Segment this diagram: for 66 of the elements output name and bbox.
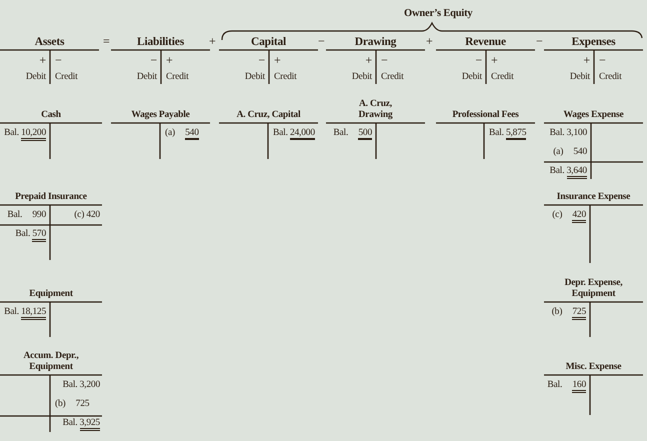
sign-label: − [150,54,157,66]
sign-label: − [55,54,62,66]
ledger-entry: Bal. 990 [7,209,46,221]
operator: = [103,34,110,49]
column-label: Credit [166,71,189,83]
account-title: Assets [34,35,66,48]
account-title: Depr. Expense, Equipment [564,277,624,300]
ledger-entry: (a) 540 [553,146,587,158]
column-label: Debit [244,71,265,83]
account-title: Prepaid Insurance [14,191,88,203]
ledger-entry: Bal. 5,875 [489,127,526,139]
account-title: Expenses [570,35,616,48]
ledger-entry: Bal. 3,925 [62,417,100,429]
sign-label: + [491,54,498,66]
sign-label: − [381,54,388,66]
sign-label: − [475,54,482,66]
ledger-entry: Bal. 18,125 [4,306,46,318]
column-label: Debit [462,71,482,83]
account-title: Accum. Depr., Equipment [22,350,80,373]
account-title: Wages Payable [130,109,191,121]
ledger-entry: (c) 420 [74,209,100,221]
account-title: Misc. Expense [564,361,622,373]
column-label: Credit [55,71,78,83]
operator: + [426,34,433,49]
sign-label: − [258,54,265,66]
ledger-entry: (c) 420 [552,209,586,221]
column-label: Debit [136,71,157,83]
account-title: Drawing [354,35,398,48]
ledger-entry: Bal. 3,100 [550,127,587,139]
account-title: Insurance Expense [556,191,632,203]
ledger-entry: Bal. 3,200 [62,379,100,391]
operator: + [209,34,216,49]
operator: − [536,34,543,49]
ledger-entry: Bal. 500 [333,127,372,139]
ledger-entry: Bal. 24,000 [273,127,315,139]
ledger-entry: Bal. 10,200 [4,127,46,139]
ledger-entry: (b) 725 [552,306,586,318]
sign-label: + [274,54,281,66]
sign-label: + [583,54,590,66]
column-label: Debit [26,71,46,83]
sign-label: + [365,54,372,66]
ledger-entry: (a) 540 [165,127,199,139]
column-label: Credit [599,71,622,83]
sign-label: − [599,54,606,66]
account-title: Professional Fees [451,109,520,121]
account-title: Liabilities [136,35,185,48]
account-title: Wages Expense [562,109,624,121]
account-title: A. Cruz, Capital [236,109,302,121]
account-title: Revenue [464,35,507,48]
ledger-entry: (b) 725 [55,398,90,410]
ledger-entry: Bal. 160 [547,379,586,391]
column-label: Credit [491,71,514,83]
account-title: A. Cruz, Drawing [358,98,394,121]
bracket-label: Owner’s Equity [404,8,472,19]
ledger-entry: Bal. 570 [15,228,46,240]
column-label: Debit [352,71,372,83]
column-label: Debit [570,71,590,83]
account-title: Cash [40,109,62,121]
account-title: Capital [250,35,288,48]
sign-label: + [39,54,46,66]
operator: − [318,34,325,49]
ledger-entry: Bal. 3,640 [550,165,587,177]
column-label: Credit [274,71,297,83]
account-title: Equipment [28,288,74,300]
column-label: Credit [381,71,404,83]
sign-label: + [166,54,173,66]
